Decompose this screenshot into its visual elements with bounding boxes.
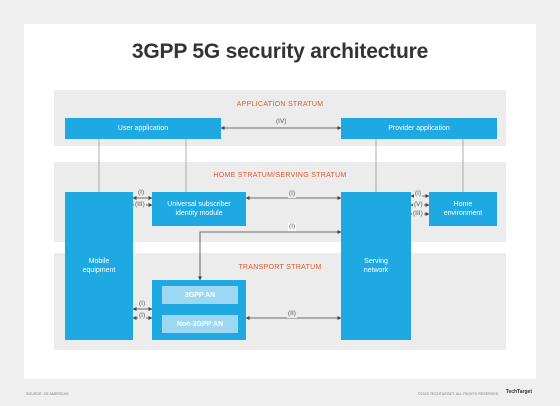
- usim-label-line1: Universal subscriber: [167, 201, 231, 208]
- interface-i-usim-serving-label: (I): [288, 190, 297, 198]
- interface-ii-an-serving-label: (II): [287, 310, 297, 318]
- interface-i-serving-an-label: (I): [288, 223, 297, 231]
- home-environment-label-line2: environment: [443, 210, 483, 217]
- interface-i-mobile-an-label-1: (I): [138, 300, 147, 308]
- provider-application-label: Provider application: [388, 125, 450, 132]
- application-stratum-label: APPLICATION STRATUM: [236, 101, 324, 108]
- techtarget-logo: TechTarget: [506, 389, 532, 395]
- interface-iv-label: (IV): [275, 118, 288, 126]
- techtarget-logo-text: TechTarget: [505, 389, 532, 395]
- non-3gpp-an-box: Non-3GPP AN: [162, 315, 238, 333]
- usim-box: Universal subscriber identity module: [152, 192, 246, 226]
- interface-v-serving-home-label: (V): [413, 201, 424, 209]
- interface-i-serving-home-label: (I): [414, 190, 423, 198]
- provider-application-box: Provider application: [341, 118, 497, 139]
- copyright-note: ©2020 TECHTARGET. ALL RIGHTS RESERVED.: [418, 392, 500, 396]
- mobile-equipment-box: Mobile equipment: [65, 192, 133, 340]
- interface-iii-serving-home-label: (III): [412, 210, 424, 218]
- serving-network-label-line1: Serving: [364, 258, 388, 265]
- interface-i-mobile-usim-label: (I): [137, 189, 146, 197]
- 3gpp-an-label: 3GPP AN: [184, 291, 216, 299]
- serving-network-box: Serving network: [341, 192, 411, 340]
- interface-iii-mobile-usim-label: (III): [134, 201, 146, 209]
- home-serving-stratum-label: HOME STRATUM/SERVING STRATUM: [213, 172, 347, 179]
- mobile-equipment-label-line1: Mobile: [88, 258, 110, 265]
- source-note: SOURCE: 3G AMERICAS: [26, 392, 69, 396]
- diagram-title: 3GPP 5G security architecture: [131, 40, 429, 63]
- interface-i-mobile-an-label-2: (I): [138, 312, 147, 320]
- mobile-equipment-label-line2: equipment: [82, 267, 116, 274]
- non-3gpp-an-label: Non-3GPP AN: [176, 320, 224, 328]
- home-environment-label-line1: Home: [453, 201, 473, 208]
- home-environment-box: Home environment: [429, 192, 497, 226]
- usim-label-line2: identity module: [175, 210, 223, 217]
- serving-network-label-line2: network: [363, 267, 389, 274]
- user-application-label: User application: [117, 125, 169, 132]
- user-application-box: User application: [65, 118, 221, 139]
- 3gpp-an-box: 3GPP AN: [162, 286, 238, 304]
